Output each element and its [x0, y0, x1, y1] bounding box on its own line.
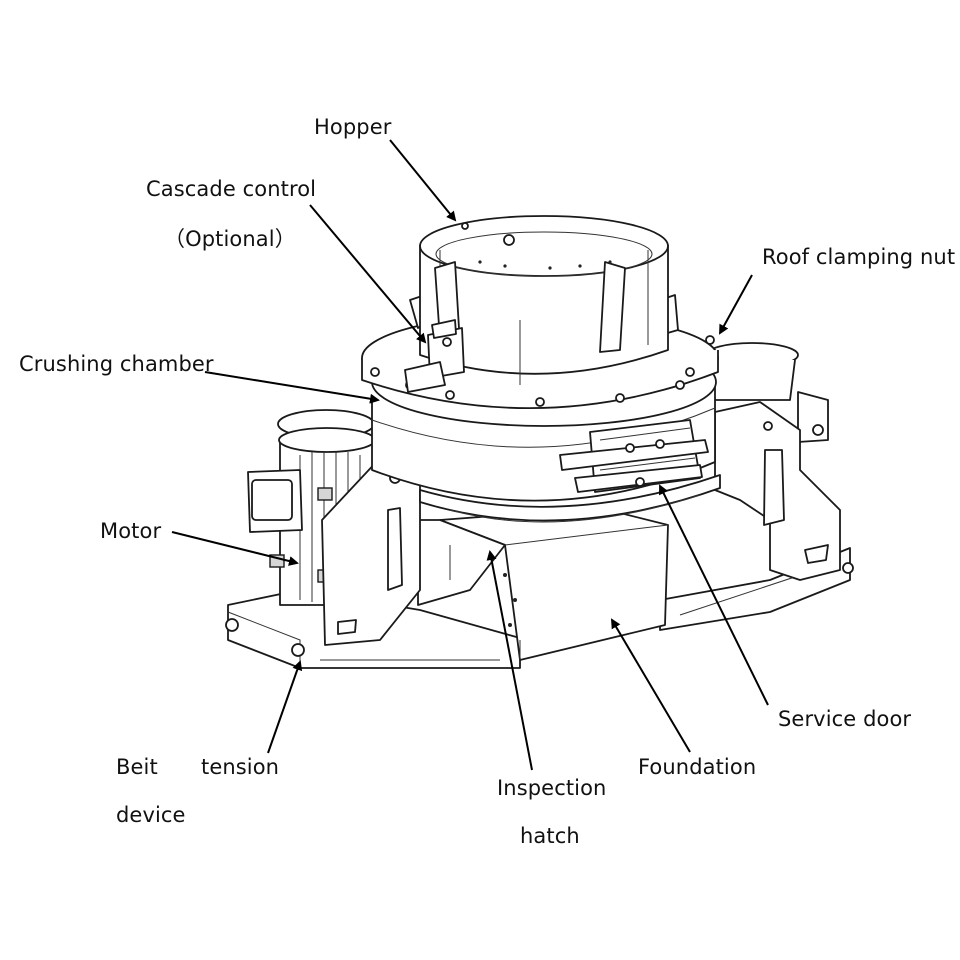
- leader-roof-nut: [719, 274, 753, 335]
- leader-hopper: [389, 139, 457, 222]
- label-hopper: Hopper: [314, 115, 392, 139]
- left-bracket: [321, 457, 421, 646]
- service-door: [559, 419, 709, 493]
- leader-service-door: [659, 484, 769, 706]
- leader-motor: [171, 531, 299, 566]
- leader-lines: [171, 139, 769, 771]
- label-belt-line2: device: [116, 803, 186, 827]
- right-bracket: [714, 401, 841, 581]
- label-inspection-line2: hatch: [520, 824, 580, 848]
- label-motor: Motor: [100, 519, 162, 543]
- label-crushing-chamber: Crushing chamber: [19, 352, 214, 376]
- leader-inspection: [486, 550, 533, 771]
- leader-tension: [267, 660, 303, 754]
- label-foundation: Foundation: [638, 755, 757, 779]
- label-cascade-control: Cascade control: [146, 177, 317, 201]
- label-roof-clamping-nut: Roof clamping nut: [762, 245, 956, 269]
- hopper: [409, 215, 679, 385]
- leader-foundation: [610, 618, 691, 753]
- label-tension: tension: [201, 755, 280, 779]
- belt-ring: [419, 474, 721, 523]
- leader-cascade: [309, 204, 427, 344]
- label-inspection-line1: Inspection: [497, 776, 607, 800]
- label-optional: （Optional）: [164, 227, 296, 251]
- label-belt-line1: Beit: [116, 755, 158, 779]
- label-service-door: Service door: [778, 707, 912, 731]
- cascade-control-box: [404, 319, 465, 393]
- leader-crushing-chamber: [204, 371, 380, 404]
